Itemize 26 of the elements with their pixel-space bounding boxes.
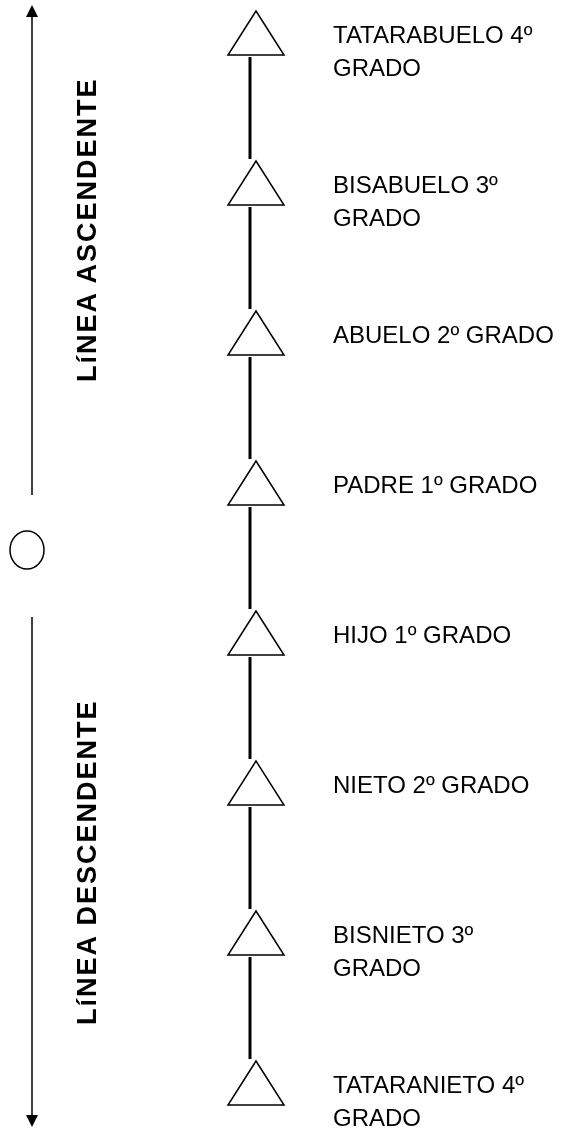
line-direction-label: LíNEA DESCENDENTE (72, 698, 103, 1028)
kinship-degree-label: NIETO 2º GRADO (333, 770, 531, 800)
male-triangle (227, 460, 285, 506)
kinship-line (248, 507, 252, 609)
line-direction-label: LíNEA ASCENDENTE (72, 76, 103, 385)
kinship-degree-label: BISNIETO 3º GRADO (333, 920, 475, 983)
kinship-degree-label: TATARABUELO 4º GRADO (333, 20, 534, 83)
kinship-degree-label: HIJO 1º GRADO (333, 620, 513, 650)
kinship-line (248, 807, 252, 909)
kinship-degree-label: BISABUELO 3º GRADO (333, 170, 499, 233)
male-triangle (227, 910, 285, 956)
male-triangle (227, 310, 285, 356)
kinship-degree-label: ABUELO 2º GRADO (333, 320, 555, 350)
male-triangle (227, 760, 285, 806)
circle-symbol (9, 530, 45, 570)
male-triangle (227, 160, 285, 206)
kinship-line (248, 957, 252, 1059)
kinship-line (248, 57, 252, 159)
kinship-line (248, 357, 252, 459)
kinship-degree-label: PADRE 1º GRADO (333, 470, 539, 500)
male-triangle (227, 10, 285, 56)
kinship-degree-label: TATARANIETO 4º GRADO (333, 1070, 525, 1132)
male-triangle (227, 1060, 285, 1106)
kinship-line (248, 207, 252, 309)
kinship-line (248, 657, 252, 759)
male-triangle (227, 610, 285, 656)
